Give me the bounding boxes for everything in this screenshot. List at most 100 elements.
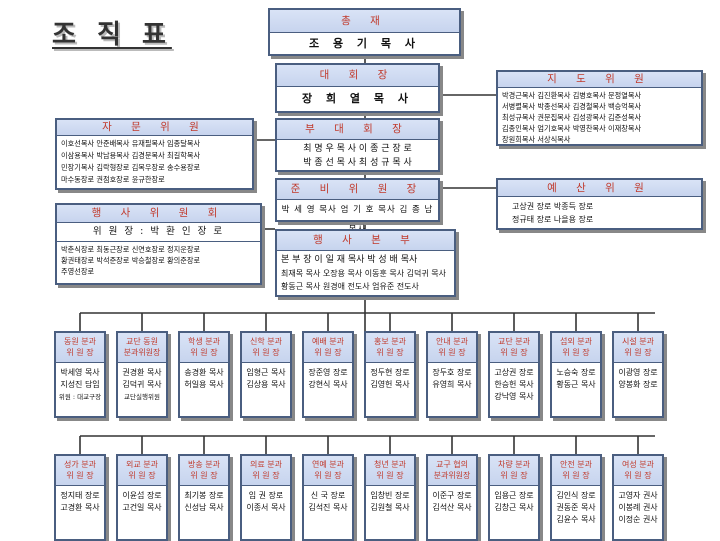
- dept-member: 이광영 장로: [618, 368, 658, 377]
- advisory-board-box: 지 도 위 원 박경근목사 김진환목사 김병호목사 문정열목사 서병렬목사 박종…: [496, 70, 703, 146]
- page-title: 조 직 표: [52, 20, 172, 50]
- dept-member: 임용근 장로: [494, 491, 534, 500]
- prep-committee-names: 박 세 영 목사 엄 기 호 목사 김 종 남 목사: [281, 205, 434, 235]
- dept-member: 강낙영 목사: [494, 392, 534, 401]
- event-hq-line: 본 부 장 이 일 재 목사 박 성 배 목사: [281, 255, 418, 265]
- vice-chairman-header: 부 대 회 장: [277, 120, 438, 140]
- dept-member: 장준영 장로: [308, 368, 348, 377]
- event-hq-line: 황동근 목사 원경애 전도사 엄유준 전도사: [281, 282, 419, 291]
- dept-role: 위 원 장: [314, 471, 342, 480]
- dept-role: 위 원 장: [190, 348, 218, 357]
- dept-role: 위 원 장: [562, 471, 590, 480]
- dept-name: 교단 분과: [498, 337, 530, 346]
- chairman-box: 대 회 장 장 희 열 목 사: [275, 63, 440, 113]
- dept-name: 안내 분과: [436, 337, 468, 346]
- dept-member: 이종서 목사: [246, 503, 286, 512]
- dept-name: 외교 분과: [126, 460, 158, 469]
- dept-role: 위 원 장: [624, 348, 652, 357]
- dept-name: 학생 분과: [188, 337, 220, 346]
- event-hq-line: 최재목 목사 오장용 목사 이동훈 목사 김덕귀 목사: [281, 269, 446, 278]
- event-hq-box: 행 사 본 부 본 부 장 이 일 재 목사 박 성 배 목사 최재목 목사 오…: [275, 229, 456, 297]
- dept-name: 홍보 분과: [374, 337, 406, 346]
- dept-member: 김창근 목사: [494, 503, 534, 512]
- budget-committee-line: 고상권 장로 박종득 장로: [512, 202, 594, 211]
- dept-member: 장두호 장로: [432, 368, 472, 377]
- event-committee-box: 행 사 위 원 회 위 원 장 : 박 환 인 장 로 박춘식장로 최동근장로 …: [55, 203, 262, 285]
- advisory-board-line: 장원희목사 서상식목사: [502, 135, 571, 144]
- dept-role: 위 원 장: [624, 471, 652, 480]
- dept-name: 성가 분과: [64, 460, 96, 469]
- president-box: 총 재 조 용 기 목 사: [268, 8, 461, 56]
- dept-member: 황동근 목사: [556, 380, 596, 389]
- dept-member: 김인식 장로: [556, 491, 596, 500]
- dept-member: 고영자 권사: [618, 491, 658, 500]
- dept-member: 교단실행위원: [124, 393, 160, 401]
- budget-committee-box: 예 산 위 원 고상권 장로 박종득 장로 정규태 장로 나을용 장로: [496, 178, 703, 230]
- dept-name: 의료 분과: [250, 460, 282, 469]
- dept-role: 위 원 장: [438, 348, 466, 357]
- event-committee-line: 황권태장로 박석준장로 박승철장로 황의준장로: [61, 256, 201, 265]
- dept-member: 권경환 목사: [122, 368, 162, 377]
- president-name: 조 용 기 목 사: [309, 37, 420, 50]
- dept-member: 권동준 목사: [556, 503, 596, 512]
- dept-role: 위 원 장: [252, 471, 280, 480]
- dept-member: 신 국 장로: [310, 491, 346, 500]
- dept-role: 위 원 장: [66, 348, 94, 357]
- president-header: 총 재: [270, 10, 459, 33]
- dept-member: 정두현 장로: [370, 368, 410, 377]
- advisory-board-line: 최성규목사 권문집목사 김성광목사 김준성목사: [502, 113, 642, 122]
- dept-member: 고상권 장로: [494, 368, 534, 377]
- dept-name: 교구 협의: [436, 460, 468, 469]
- consulting-board-header: 자 문 위 원: [57, 120, 252, 136]
- dept-name: 신학 분과: [250, 337, 282, 346]
- dept-name: 시설 분과: [622, 337, 654, 346]
- dept-name: 동원 분과: [64, 337, 96, 346]
- dept-member: 김덕귀 목사: [122, 380, 162, 389]
- dept-member: 임형근 목사: [246, 368, 286, 377]
- dept-member: 최기봉 장로: [184, 491, 224, 500]
- prep-committee-header: 준 비 위 원 장: [277, 180, 438, 200]
- dept-name: 예배 분과: [312, 337, 344, 346]
- dept-role: 위 원 장: [376, 471, 404, 480]
